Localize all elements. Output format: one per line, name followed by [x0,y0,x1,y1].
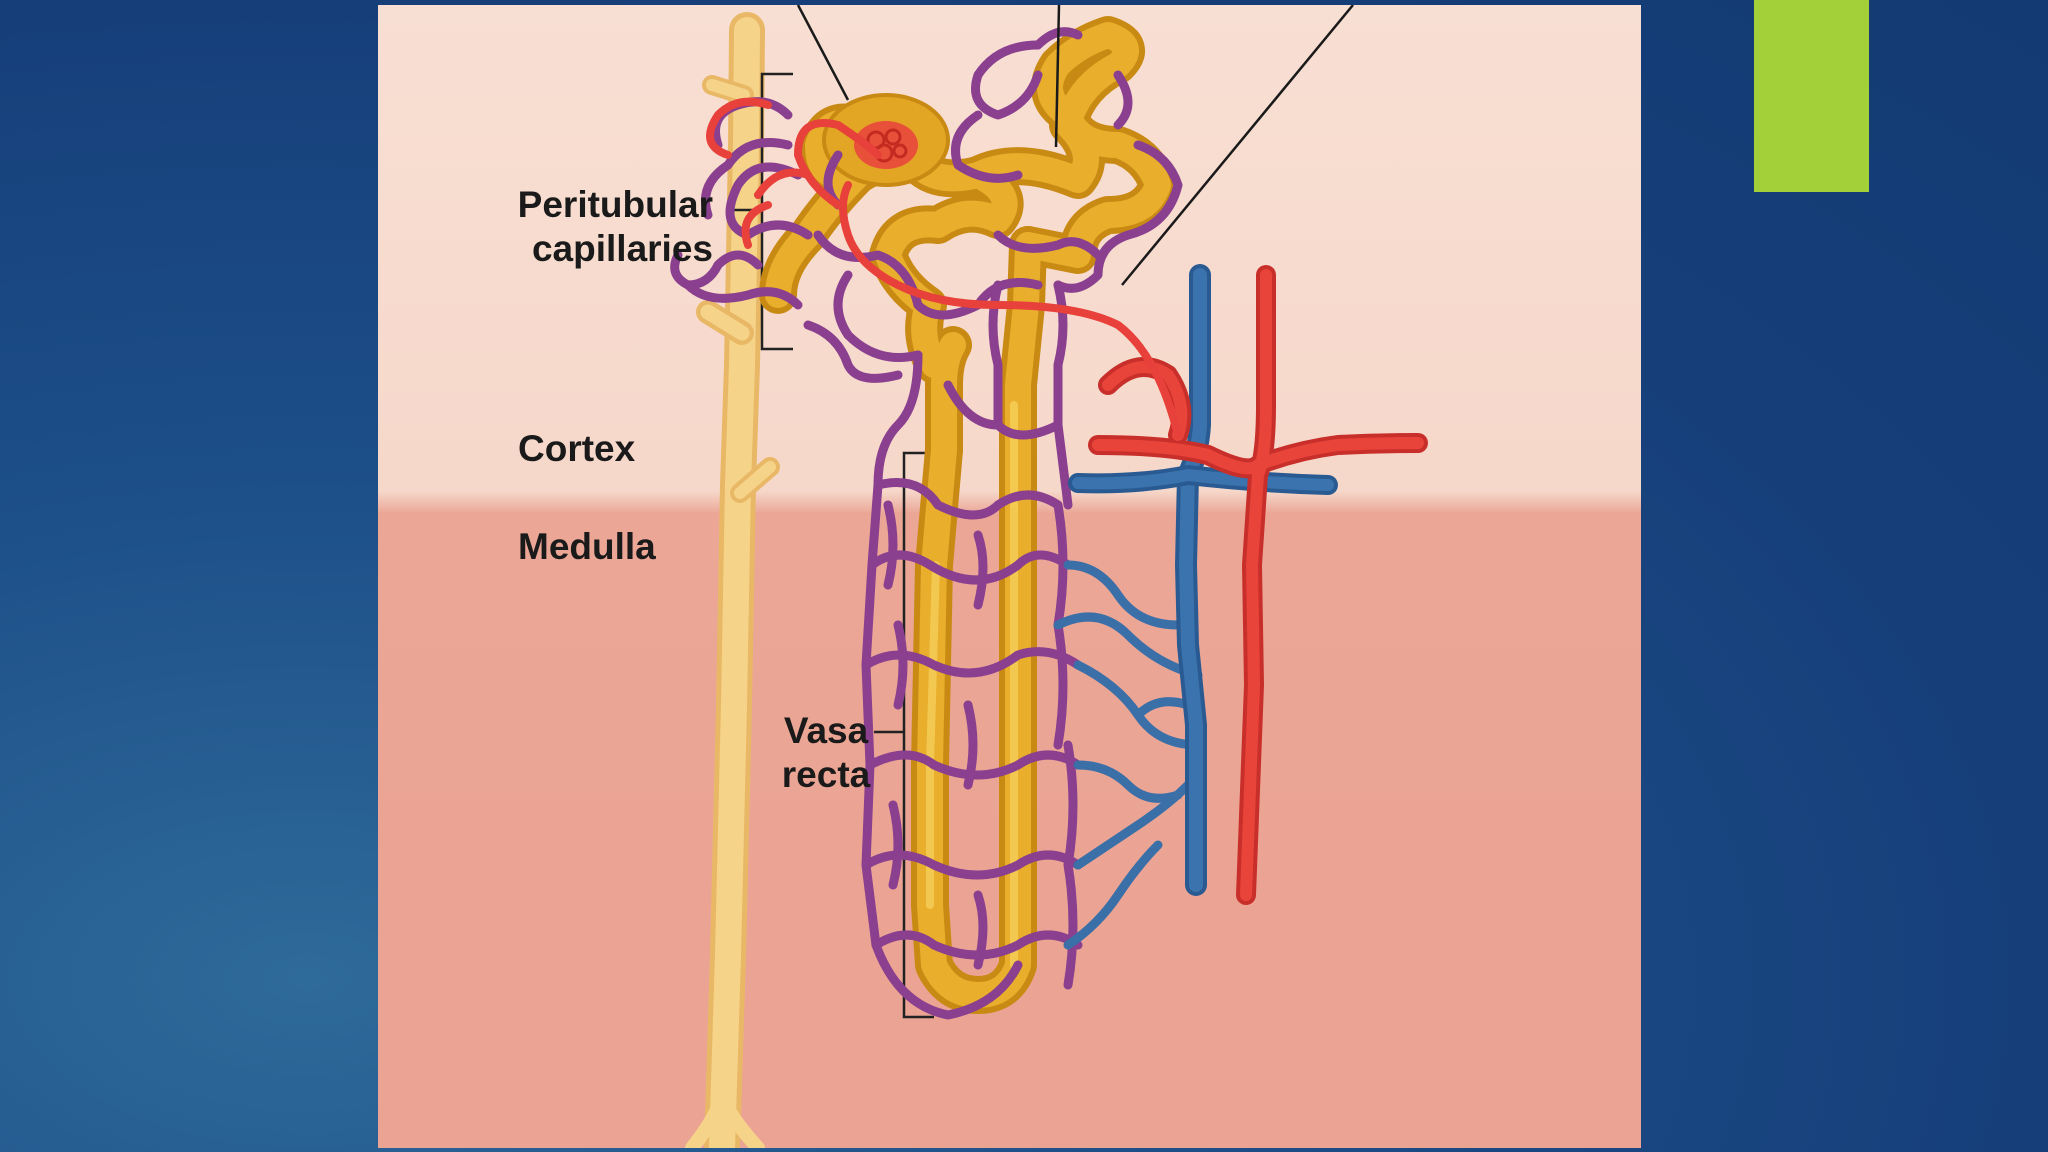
label-vasa-recta: Vasa recta [766,709,886,797]
peritubular-capillary-network [670,27,1183,510]
glomerulus [822,93,950,187]
label-vasa-line2: recta [781,754,871,795]
nephron-diagram: Peritubular capillaries Cortex Medulla V… [378,5,1641,1148]
diagram-artwork [378,5,1641,1148]
leader-lines [796,5,1354,286]
label-cortex: Cortex [518,428,636,469]
label-peritubular-line2: capillaries [531,228,713,269]
label-peritubular-line1: Peritubular [517,184,713,225]
label-peritubular-capillaries: Peritubular capillaries [438,183,713,271]
label-medulla: Medulla [518,526,656,567]
arteries [706,97,1428,905]
accent-bar [1754,0,1869,192]
label-vasa-line1: Vasa [783,710,869,751]
vasa-recta-network [861,478,1203,1020]
